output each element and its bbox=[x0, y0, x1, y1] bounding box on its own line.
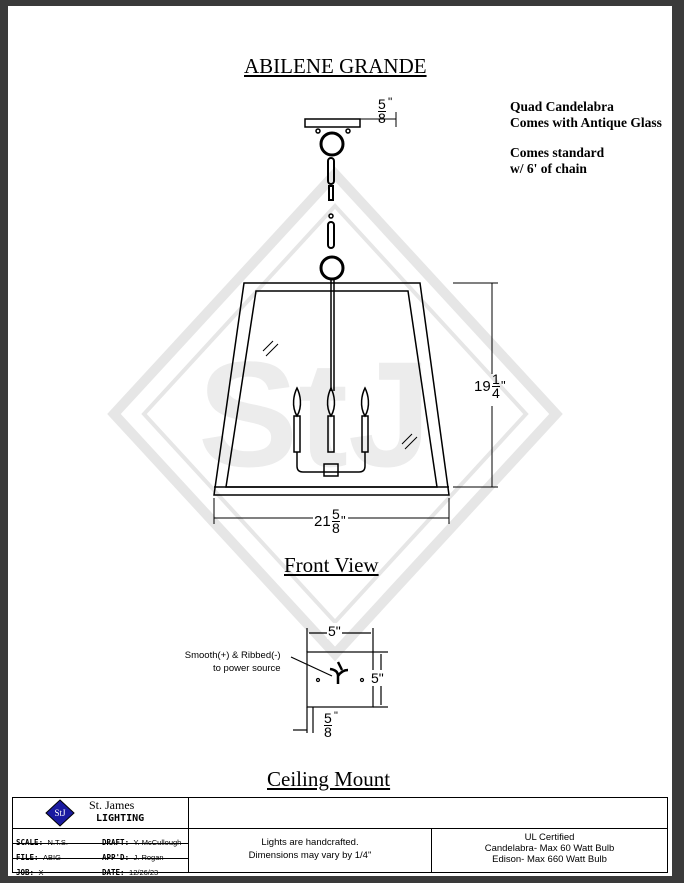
watermark-letters: StJ bbox=[198, 330, 431, 498]
wire-note: Smooth(+) & Ribbed(-)to power source bbox=[184, 650, 281, 674]
width-dimension bbox=[213, 498, 450, 524]
certification-note: UL Certified Candelabra- Max 60 Watt Bul… bbox=[431, 828, 668, 873]
front-view-label: Front View bbox=[284, 553, 379, 577]
ceiling-mount-label: Ceiling Mount bbox=[267, 767, 391, 791]
fixture-drawing: StJ bbox=[107, 112, 563, 733]
svg-text:StJ: StJ bbox=[198, 330, 431, 498]
canopy bbox=[304, 118, 361, 281]
inch-mark: " bbox=[341, 513, 346, 528]
watermark-logo bbox=[107, 166, 563, 662]
lantern bbox=[213, 279, 450, 496]
inch-mark: " bbox=[388, 95, 393, 109]
st-james-logo: StJ bbox=[45, 799, 75, 827]
inch-mark: " bbox=[501, 378, 506, 393]
inch-mark: " bbox=[334, 710, 338, 722]
spec-sheet: StJ bbox=[8, 6, 672, 877]
height-label: 19 bbox=[474, 378, 491, 395]
mount-height-label: 5" bbox=[371, 670, 384, 686]
brand-subtitle: LIGHTING bbox=[96, 813, 145, 824]
mount-width-label: 5" bbox=[327, 623, 342, 639]
handcrafted-note: Lights are handcrafted. Dimensions may v… bbox=[188, 828, 432, 873]
svg-text:StJ: StJ bbox=[54, 808, 66, 818]
drawing-info: SCALE: N.T.S. FILE: ABIG JOB: X DRAFT: Y… bbox=[12, 828, 189, 877]
brand-name: St. James bbox=[89, 798, 135, 812]
candelabra bbox=[292, 386, 370, 477]
brand-cell: StJ St. James LIGHTING bbox=[12, 797, 189, 828]
page-title: ABILENE GRANDE bbox=[244, 54, 427, 78]
width-label: 21 bbox=[314, 513, 331, 530]
height-dimension bbox=[453, 282, 498, 488]
